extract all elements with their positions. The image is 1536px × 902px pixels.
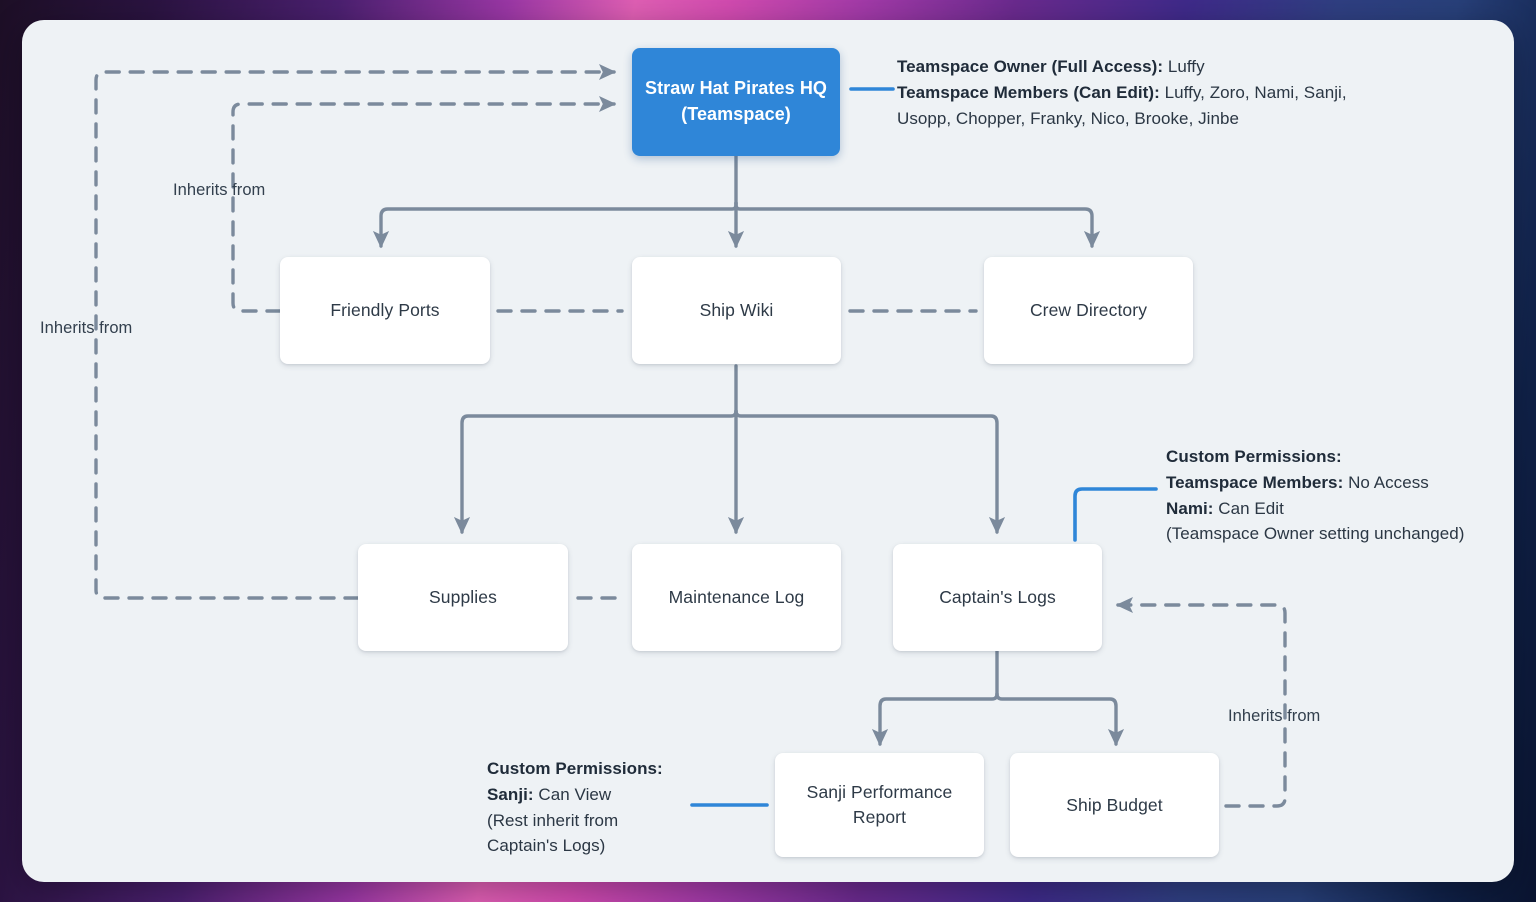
node-ship-wiki[interactable]: Ship Wiki [632,257,841,364]
node-maintenance-log-label: Maintenance Log [668,587,805,608]
node-sanji-report-line2: Report [852,807,907,827]
node-supplies-label: Supplies [429,587,497,608]
node-crew-directory[interactable]: Crew Directory [984,257,1193,364]
node-ship-budget-label: Ship Budget [1066,794,1163,815]
edge-label-inherits-from-outer: Inherits from [40,319,133,337]
node-teamspace-line1: Straw Hat Pirates HQ [644,78,828,99]
node-ship-budget[interactable]: Ship Budget [1010,753,1219,857]
annotation-captains-logs-note: (Teamspace Owner setting unchanged) [1166,524,1465,544]
annotation-teamspace-row2-label: Teamspace Members (Can Edit): [897,82,1160,102]
node-friendly-ports[interactable]: Friendly Ports [280,257,490,364]
annotation-sanji-heading-text: Custom Permissions: [487,759,663,778]
annotation-captains-logs-row2-value: Can Edit [1218,498,1284,518]
annotation-captains-logs-heading-text: Custom Permissions: [1166,447,1342,466]
annotation-teamspace-row1-value: Luffy [1167,57,1205,76]
annotation-teamspace-row1-label: Teamspace Owner (Full Access): [897,57,1164,76]
node-sanji-report-line1: Sanji Performance [806,782,953,803]
node-crew-directory-label: Crew Directory [1029,300,1148,321]
annotation-captains-logs-row1-value: No Access [1348,472,1429,492]
node-captains-logs-label: Captain's Logs [939,587,1056,608]
node-teamspace[interactable]: Straw Hat Pirates HQ (Teamspace) [632,48,840,156]
annotation-captains-logs-row1-label: Teamspace Members: [1166,472,1344,492]
annotation-sanji-row1-label: Sanji: [487,784,534,804]
edge-label-inherits-from-inner: Inherits from [173,181,266,199]
annotation-sanji-note-line1: (Rest inherit from [487,810,619,830]
node-teamspace-line2: (Teamspace) [681,104,791,124]
annotation-captains-logs-permissions: Custom Permissions: Teamspace Members: N… [1166,444,1526,547]
node-supplies[interactable]: Supplies [358,544,568,651]
annotation-teamspace-row2-value: Luffy, Zoro, Nami, Sanji, [1164,82,1347,102]
node-sanji-performance-report[interactable]: Sanji Performance Report [775,753,984,857]
annotation-teamspace-row2: Teamspace Members (Can Edit): Luffy, Zor… [897,80,1397,106]
annotation-teamspace-permissions: Teamspace Owner (Full Access): Luffy Tea… [897,54,1397,131]
annotation-captains-logs-row2: Nami: Can Edit [1166,496,1526,522]
node-friendly-ports-label: Friendly Ports [330,300,440,321]
annotation-sanji-report-permissions: Custom Permissions: Sanji: Can View (Res… [487,756,707,859]
annotation-sanji-note-line2: Captain's Logs) [487,836,606,856]
annotation-captains-logs-heading: Custom Permissions: [1166,444,1526,470]
annotation-teamspace-row1: Teamspace Owner (Full Access): Luffy [897,54,1397,80]
annotation-sanji-row1-value: Can View [538,784,612,804]
annotation-sanji-heading: Custom Permissions: [487,756,707,782]
node-maintenance-log[interactable]: Maintenance Log [632,544,841,651]
edge-label-inherits-from-right: Inherits from [1228,707,1321,725]
annotation-captains-logs-row2-label: Nami: [1166,498,1214,518]
node-captains-logs[interactable]: Captain's Logs [893,544,1102,651]
annotation-teamspace-row3: Usopp, Chopper, Franky, Nico, Brooke, Ji… [897,108,1240,128]
node-ship-wiki-label: Ship Wiki [699,300,774,321]
annotation-sanji-row1: Sanji: Can View [487,782,707,808]
annotation-captains-logs-row1: Teamspace Members: No Access [1166,470,1526,496]
